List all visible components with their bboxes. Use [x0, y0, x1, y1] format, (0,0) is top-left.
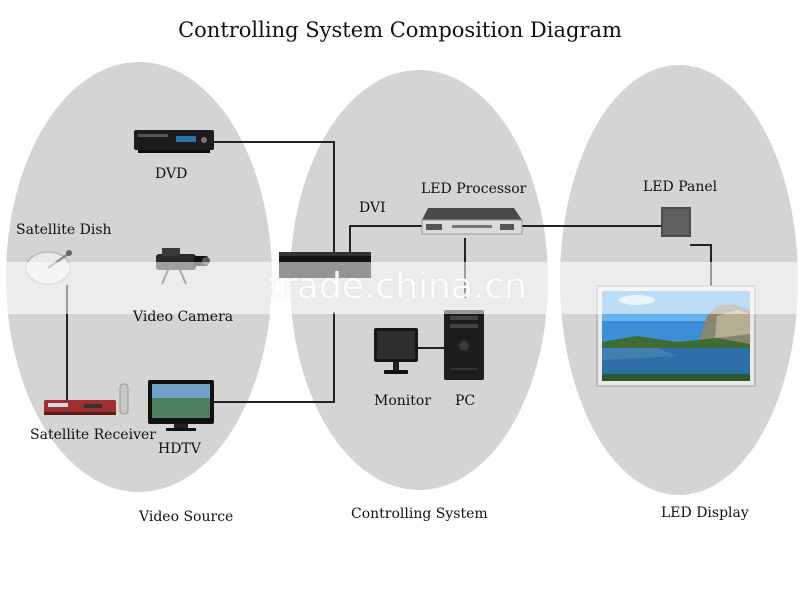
led-display-group-label: LED Display — [661, 505, 749, 521]
connector-hdtv — [214, 401, 335, 403]
led-processor-icon — [421, 208, 523, 235]
connector-hdtv-vertical — [333, 312, 335, 402]
pc-tower-icon — [444, 310, 484, 380]
connector-processor-panel — [521, 225, 663, 227]
connector-dvd — [214, 141, 335, 143]
hdtv-icon — [148, 380, 214, 431]
pc-label: PC — [455, 393, 476, 409]
connector-dvi — [349, 225, 425, 227]
satellite-receiver-icon — [44, 383, 129, 415]
led-processor-label: LED Processor — [421, 181, 527, 197]
led-panel-label: LED Panel — [643, 179, 718, 195]
connector-dvi-vertical — [349, 225, 351, 253]
controlling-system-group-label: Controlling System — [351, 506, 488, 522]
satellite-receiver-label: Satellite Receiver — [30, 427, 156, 443]
connector-dish-receiver — [66, 285, 68, 400]
hdtv-label: HDTV — [158, 441, 201, 457]
video-source-group-label: Video Source — [139, 509, 234, 525]
monitor-label: Monitor — [374, 393, 432, 409]
dvd-player-icon — [134, 130, 214, 153]
diagram-title: Controlling System Composition Diagram — [178, 18, 622, 42]
watermark-band — [0, 262, 800, 314]
connector-panel-link — [690, 244, 712, 246]
connector-monitor-pc — [416, 347, 446, 349]
watermark-text: trade.china.cn — [268, 266, 527, 307]
connector-dvd-vertical — [333, 141, 335, 253]
video-camera-label: Video Camera — [133, 309, 234, 325]
led-panel-icon — [661, 207, 691, 237]
dvd-label: DVD — [155, 166, 188, 182]
satellite-dish-label: Satellite Dish — [16, 222, 112, 238]
monitor-icon — [374, 328, 418, 374]
dvi-label: DVI — [359, 200, 386, 216]
